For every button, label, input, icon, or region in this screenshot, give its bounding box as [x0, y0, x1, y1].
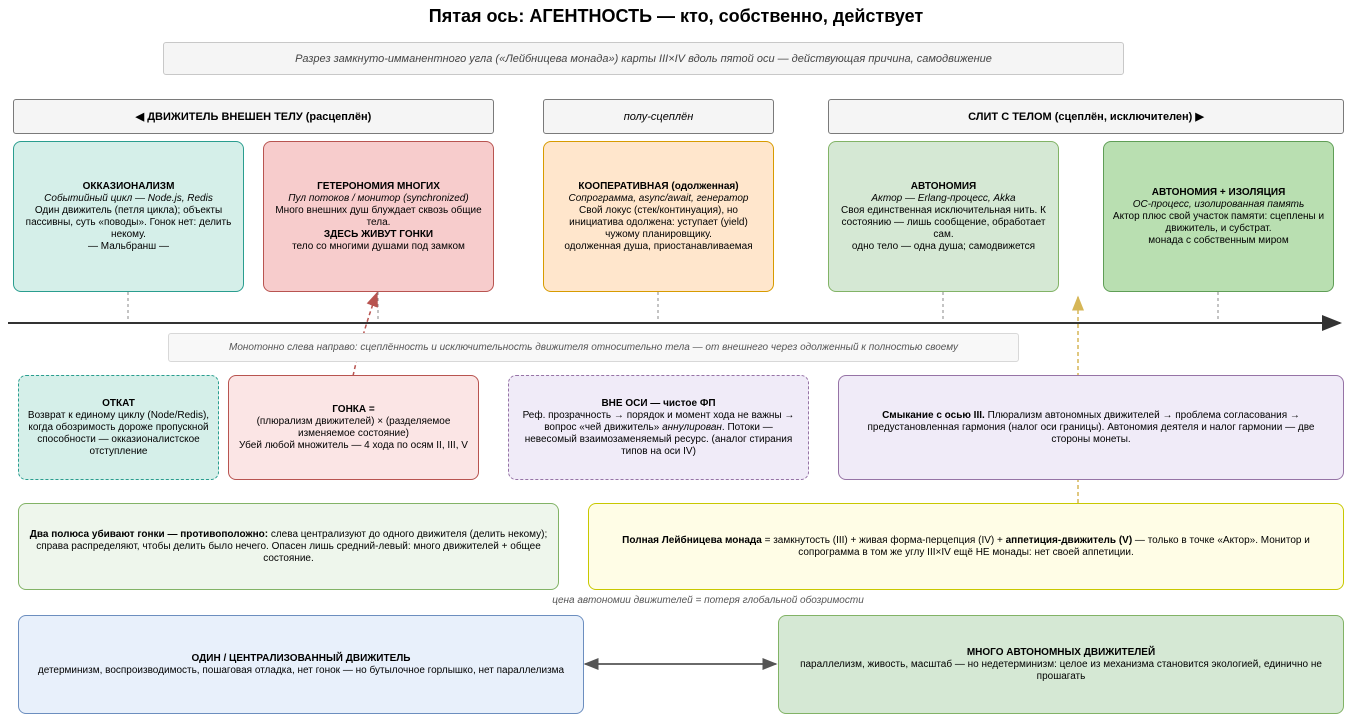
box-cooperative: КООПЕРАТИВНАЯ (одолженная) Сопрограмма, … [543, 141, 774, 292]
box-text: тело со многими душами под замком [292, 240, 465, 252]
box-autonomy: АВТОНОМИЯ Актор — Erlang-процесс, Akka С… [828, 141, 1059, 292]
box-subtitle: ОС-процесс, изолированная память [1132, 198, 1305, 210]
price-note: цена автономии движителей = потеря глоба… [552, 594, 864, 606]
box-two-poles: Два полюса убивают гонки — противоположн… [18, 503, 559, 590]
box-text: Актор плюс свой участок памяти: сцеплены… [1112, 210, 1325, 234]
text-part: Реф. прозрачность → порядок и момент ход… [522, 409, 795, 433]
box-text: Один движитель (петля цикла); объекты па… [25, 204, 232, 240]
box-occasionalism: ОККАЗИОНАЛИЗМ Событийный цикл — Node.js,… [13, 141, 244, 292]
box-title: ОДИН / ЦЕНТРАЛИЗОВАННЫЙ ДВИЖИТЕЛЬ [191, 652, 411, 664]
box-text: детерминизм, воспроизводимость, пошагова… [37, 664, 565, 676]
box-text: одолженная душа, приостанавливаемая [564, 240, 753, 252]
box-subtitle: Событийный цикл — Node.js, Redis [44, 192, 213, 204]
page-title: Пятая ось: АГЕНТНОСТЬ — кто, собственно,… [428, 6, 924, 26]
box-text: Своя единственная исключительная нить. К… [841, 204, 1046, 240]
text-part: Плюрализм автономных движителей → пробле… [867, 409, 1315, 445]
box-single-mover: ОДИН / ЦЕНТРАЛИЗОВАННЫЙ ДВИЖИТЕЛЬ детерм… [18, 615, 584, 714]
box-title: ГОНКА = [332, 403, 375, 415]
box-text: (плюрализм движителей) × (разделяемое из… [256, 415, 451, 439]
box-text: Два полюса убивают гонки — противоположн… [29, 529, 548, 565]
header-fused: СЛИТ С ТЕЛОМ (сцеплён, исключителен) ▶ [828, 99, 1344, 134]
header-external: ◀ ДВИЖИТЕЛЬ ВНЕШЕН ТЕЛУ (расцеплён) [13, 99, 494, 134]
box-title: МНОГО АВТОНОМНЫХ ДВИЖИТЕЛЕЙ [966, 646, 1156, 658]
text-part: — только в точке «Актор». Монитор и сопр… [798, 534, 1310, 558]
box-race: ГОНКА = (плюрализм движителей) × (раздел… [228, 375, 479, 480]
box-text: параллелизм, живость, масштаб — но недет… [800, 658, 1322, 682]
text-bold: Полная Лейбницева монада [622, 534, 762, 546]
box-subtitle: Сопрограмма, async/await, генератор [568, 192, 749, 204]
box-many-movers: МНОГО АВТОНОМНЫХ ДВИЖИТЕЛЕЙ параллелизм,… [778, 615, 1344, 714]
box-title: АВТОНОМИЯ [910, 180, 977, 192]
text-emphasis: аннулирован [662, 421, 722, 433]
text-part: . Потоки — невесомый взаимозаменяемый ре… [524, 421, 793, 457]
text-bold: Смыкание с осью III. [882, 409, 985, 421]
axis-note: Монотонно слева направо: сцеплённость и … [168, 333, 1019, 362]
text-bold: аппетиция-движитель (V) [1005, 534, 1133, 546]
box-rollback: ОТКАТ Возврат к единому циклу (Node/Redi… [18, 375, 219, 480]
box-text: Убей любой множитель — 4 хода по осям II… [239, 439, 468, 451]
box-text: — Мальбранш — [87, 240, 169, 252]
box-text: Много внешних душ блуждает сквозь общие … [275, 204, 482, 228]
box-leibniz-monad: Полная Лейбницева монада = замкнутость (… [588, 503, 1344, 590]
text-part: слева централизуют до одного движителя (… [36, 528, 548, 564]
box-text: Смыкание с осью III. Плюрализм автономны… [847, 410, 1335, 446]
box-subtitle: Актор — Erlang-процесс, Akka [871, 192, 1016, 204]
box-title: АВТОНОМИЯ + ИЗОЛЯЦИЯ [1151, 186, 1286, 198]
box-autonomy-isolation: АВТОНОМИЯ + ИЗОЛЯЦИЯ ОС-процесс, изолиро… [1103, 141, 1334, 292]
box-text: Реф. прозрачность → порядок и момент ход… [517, 410, 800, 458]
box-pure-fp: ВНЕ ОСИ — чистое ФП Реф. прозрачность → … [508, 375, 809, 480]
subtitle: Разрез замкнуто-имманентного угла («Лейб… [163, 42, 1124, 75]
text-part: = замкнутость (III) + живая форма-перцеп… [761, 534, 1006, 546]
box-title: ОТКАТ [102, 397, 135, 409]
box-text: монада с собственным миром [1148, 234, 1289, 246]
box-title: КООПЕРАТИВНАЯ (одолженная) [578, 180, 739, 192]
box-subtitle: Пул потоков / монитор (synchronized) [288, 192, 469, 204]
box-text: Свой локус (стек/континуация), но инициа… [569, 204, 748, 240]
box-closure-axis-iii: Смыкание с осью III. Плюрализм автономны… [838, 375, 1344, 480]
text-bold: Два полюса убивают гонки — противоположн… [29, 528, 269, 540]
box-title: ГЕТЕРОНОМИЯ МНОГИХ [317, 180, 440, 192]
box-text: одно тело — одна душа; самодвижется [851, 240, 1036, 252]
header-semi: полу-сцеплён [543, 99, 774, 134]
box-title-races: ЗДЕСЬ ЖИВУТ ГОНКИ [323, 228, 434, 240]
box-text: Возврат к единому циклу (Node/Redis), ко… [27, 409, 210, 457]
box-title: ВНЕ ОСИ — чистое ФП [601, 397, 716, 409]
race-arrow [352, 291, 378, 377]
box-heteronomy: ГЕТЕРОНОМИЯ МНОГИХ Пул потоков / монитор… [263, 141, 494, 292]
box-text: Полная Лейбницева монада = замкнутость (… [609, 535, 1323, 559]
box-title: ОККАЗИОНАЛИЗМ [82, 180, 175, 192]
